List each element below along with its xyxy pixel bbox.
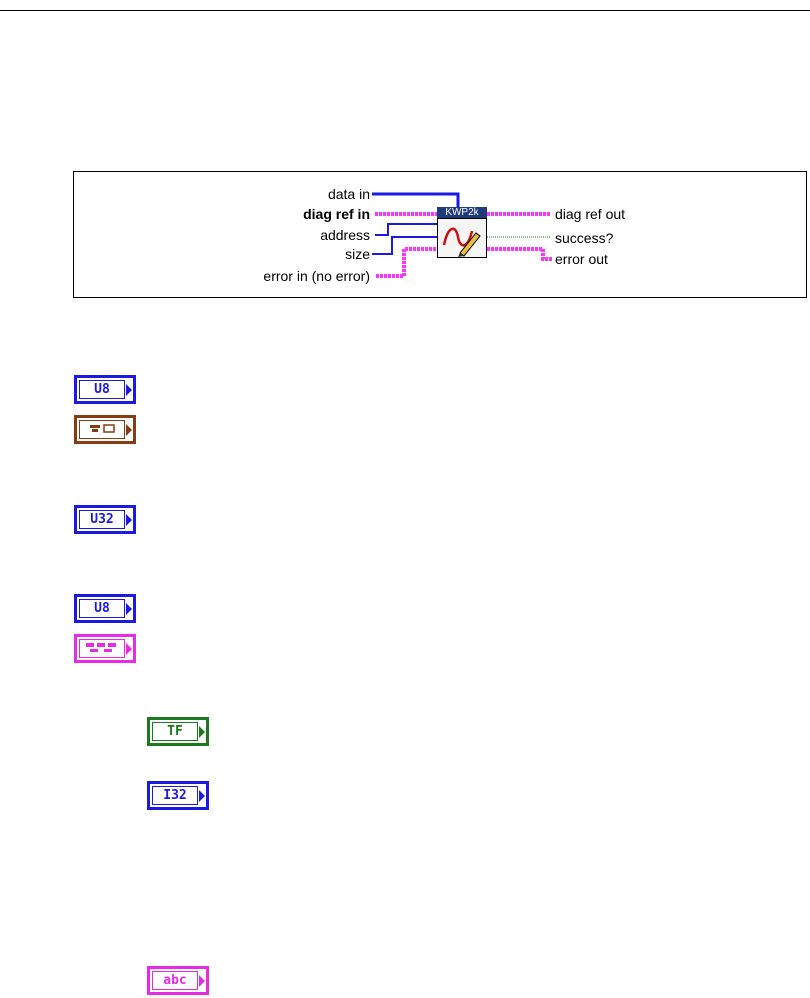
terminal-arrow-icon: [199, 726, 205, 738]
terminal-label: U8: [79, 380, 125, 399]
terminal-code-i32: I32: [147, 781, 209, 810]
terminal-data-in-u8-array: U8: [74, 375, 136, 404]
terminal-label: TF: [152, 722, 198, 741]
wire-error-out: [487, 247, 553, 261]
label-error-out: error out: [555, 251, 608, 267]
terminal-source-string: abc: [147, 966, 209, 995]
terminal-arrow-icon: [199, 975, 205, 987]
terminal-arrow-icon: [126, 514, 132, 526]
wire-error-in: [376, 247, 437, 278]
label-address: address: [320, 227, 370, 243]
terminal-label: abc: [152, 971, 198, 990]
cluster-glyph-icon: [86, 643, 116, 652]
connector-pane-frame: [73, 171, 807, 298]
terminal-success-boolean: TF: [147, 717, 209, 746]
terminal-size-u8: U8: [74, 594, 136, 623]
terminal-label: U32: [79, 510, 125, 529]
vi-icon: KWP2k: [437, 207, 487, 258]
terminal-arrow-icon: [126, 384, 132, 396]
terminal-label: U8: [79, 599, 125, 618]
label-data-in: data in: [327, 186, 370, 202]
terminal-label: I32: [152, 786, 198, 805]
wire-size: [372, 236, 437, 255]
terminal-diag-ref-in-refnum: [74, 415, 136, 444]
wire-address: [375, 223, 437, 236]
terminal-error-in-cluster: [74, 634, 136, 663]
label-diag-ref-out: diag ref out: [555, 206, 626, 222]
terminal-arrow-icon: [199, 790, 205, 802]
wire-data-in: [372, 192, 460, 209]
label-error-in: error in (no error): [263, 268, 370, 284]
terminal-arrow-icon: [126, 424, 132, 436]
refnum-icon: [79, 420, 125, 439]
refnum-glyph-icon: [90, 424, 115, 433]
label-success: success?: [555, 230, 614, 246]
vi-label: KWP2k: [437, 207, 487, 218]
terminal-address-u32: U32: [74, 505, 136, 534]
label-size: size: [345, 246, 370, 262]
terminal-arrow-icon: [126, 643, 132, 655]
pencil-icon: [442, 227, 481, 257]
vi-graphic: [437, 218, 487, 258]
top-rule: [0, 10, 810, 11]
cluster-icon: [79, 639, 125, 658]
terminal-arrow-icon: [126, 603, 132, 615]
label-diag-ref-in: diag ref in: [303, 206, 370, 222]
